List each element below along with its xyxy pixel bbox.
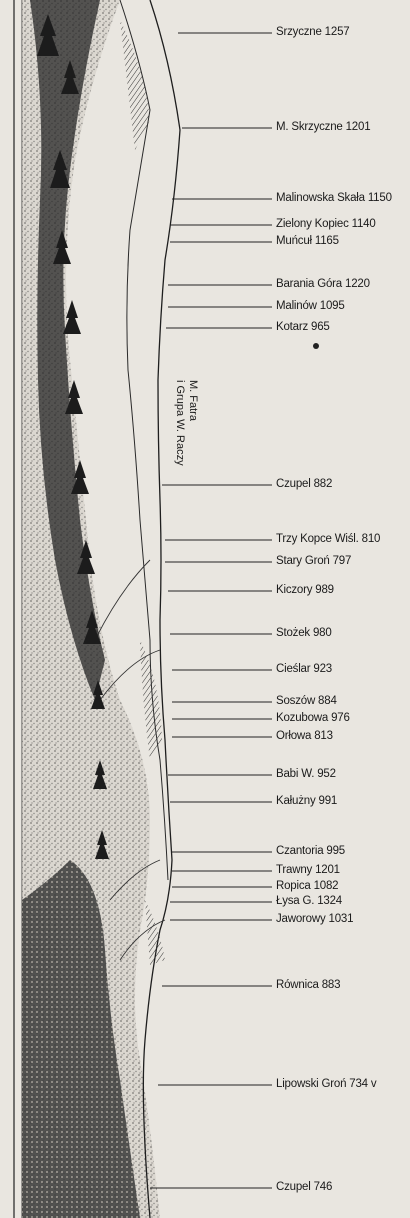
range-side-label-line2: i Grupa W. Raczy xyxy=(174,380,187,410)
peak-label: Barania Góra 1220 xyxy=(276,279,370,291)
range-side-label: M. Fatra i Grupa W. Raczy xyxy=(174,380,199,410)
peak-label: Ropica 1082 xyxy=(276,881,338,893)
peak-label: Lipowski Groń 734 v xyxy=(276,1079,376,1091)
peak-label: Trawny 1201 xyxy=(276,865,340,877)
peak-label: Stary Groń 797 xyxy=(276,556,351,568)
leader-lines xyxy=(150,33,272,1188)
peak-label: Srzyczne 1257 xyxy=(276,27,349,39)
main-ridge xyxy=(143,0,180,1218)
peak-label: Malinowska Skała 1150 xyxy=(276,193,392,205)
peak-label: Cieślar 923 xyxy=(276,664,332,676)
peak-label: Stożek 980 xyxy=(276,628,332,640)
peak-label: Czupel 882 xyxy=(276,479,332,491)
peak-label: Jaworowy 1031 xyxy=(276,914,353,926)
peak-label: Kałużny 991 xyxy=(276,796,337,808)
peak-label: Kiczory 989 xyxy=(276,585,334,597)
hatched-slope-upper xyxy=(120,20,150,150)
peak-label: Muńcuł 1165 xyxy=(276,236,339,248)
peak-label: Kozubowa 976 xyxy=(276,713,350,725)
peak-label: Równica 883 xyxy=(276,980,340,992)
peak-label: Czantoria 995 xyxy=(276,846,345,858)
ink-dot xyxy=(313,343,319,349)
range-side-label-line1: M. Fatra xyxy=(186,380,199,410)
hatched-slope-middle xyxy=(140,640,162,760)
peak-label: Zielony Kopiec 1140 xyxy=(276,219,376,231)
peak-label: Kotarz 965 xyxy=(276,322,330,334)
peak-label: Łysa G. 1324 xyxy=(276,896,342,908)
peak-label: Czupel 746 xyxy=(276,1182,332,1194)
peak-label: Babi W. 952 xyxy=(276,769,336,781)
peak-label: Orłowa 813 xyxy=(276,731,333,743)
hatched-slope-lower xyxy=(145,900,165,965)
peak-label: Trzy Kopce Wiśl. 810 xyxy=(276,534,380,546)
peak-label: Soszów 884 xyxy=(276,696,337,708)
peak-label: Malinów 1095 xyxy=(276,301,345,313)
peak-label: M. Skrzyczne 1201 xyxy=(276,122,370,134)
